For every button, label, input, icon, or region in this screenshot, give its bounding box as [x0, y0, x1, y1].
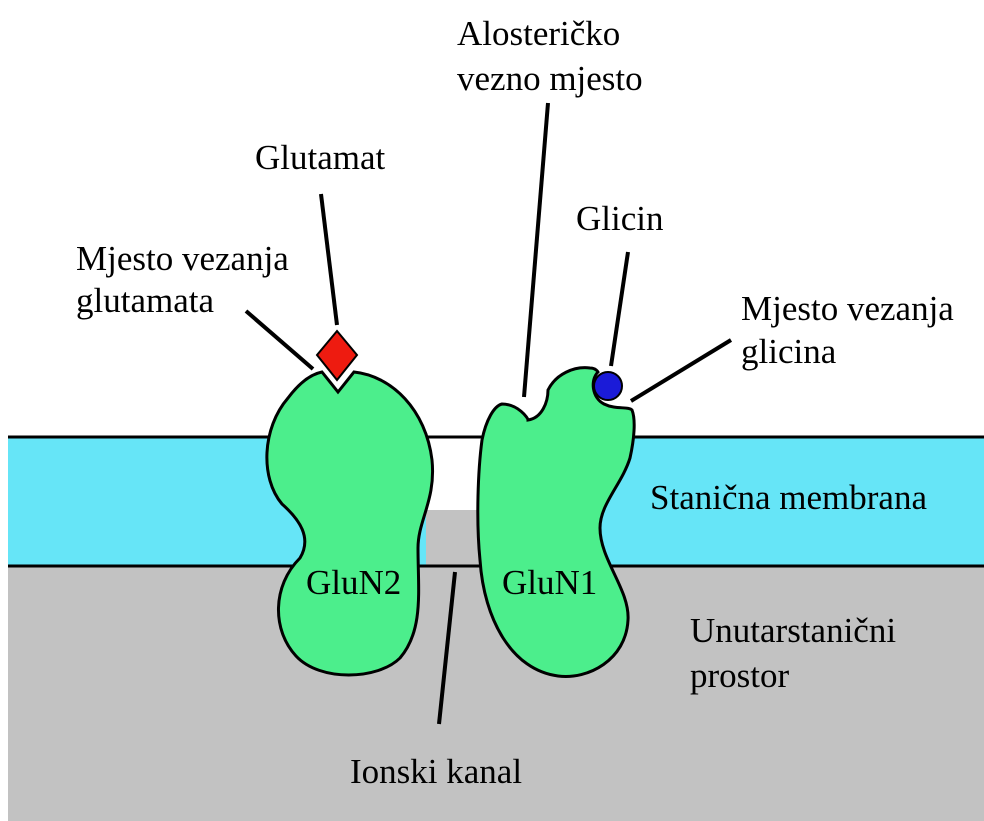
cell-membrane-label: Stanična membrana: [650, 478, 927, 517]
glutamate-ligand-diamond: [315, 329, 359, 382]
labels: Alosteričko vezno mjesto Glutamat Mjesto…: [76, 14, 954, 791]
glutamate-site-label-line2: glutamata: [76, 281, 214, 320]
glycine-site-label-line2: glicina: [741, 332, 837, 371]
glycine-site-leader: [629, 338, 733, 403]
glutamate-label: Glutamat: [255, 138, 386, 177]
alosteric-site-leader: [522, 102, 550, 398]
glun1-subunit-shape: [476, 366, 636, 678]
ion-channel-pore: [426, 510, 484, 570]
glycine-label: Glicin: [576, 199, 663, 238]
alosteric-site-label-line2: vezno mjesto: [457, 59, 643, 98]
leader-lines: [244, 102, 733, 725]
glun2-subunit-shape: [265, 370, 435, 677]
intracellular-label-line1: Unutarstanični: [690, 611, 896, 650]
glutamate-leader: [319, 193, 339, 326]
alosteric-site-label-line1: Alosteričko: [457, 14, 620, 53]
glun2-label: GluN2: [306, 563, 401, 602]
glutamate-site-label-line1: Mjesto vezanja: [76, 239, 289, 278]
glutamate-site-leader: [244, 309, 315, 371]
ion-channel-leader: [437, 571, 457, 725]
ion-channel-label: Ionski kanal: [350, 752, 522, 791]
glycine-site-label-line1: Mjesto vezanja: [741, 289, 954, 328]
glun1-label: GluN1: [502, 563, 597, 602]
glycine-ligand-circle: [593, 371, 623, 401]
glycine-leader: [609, 251, 630, 367]
intracellular-label-line2: prostor: [690, 656, 790, 695]
